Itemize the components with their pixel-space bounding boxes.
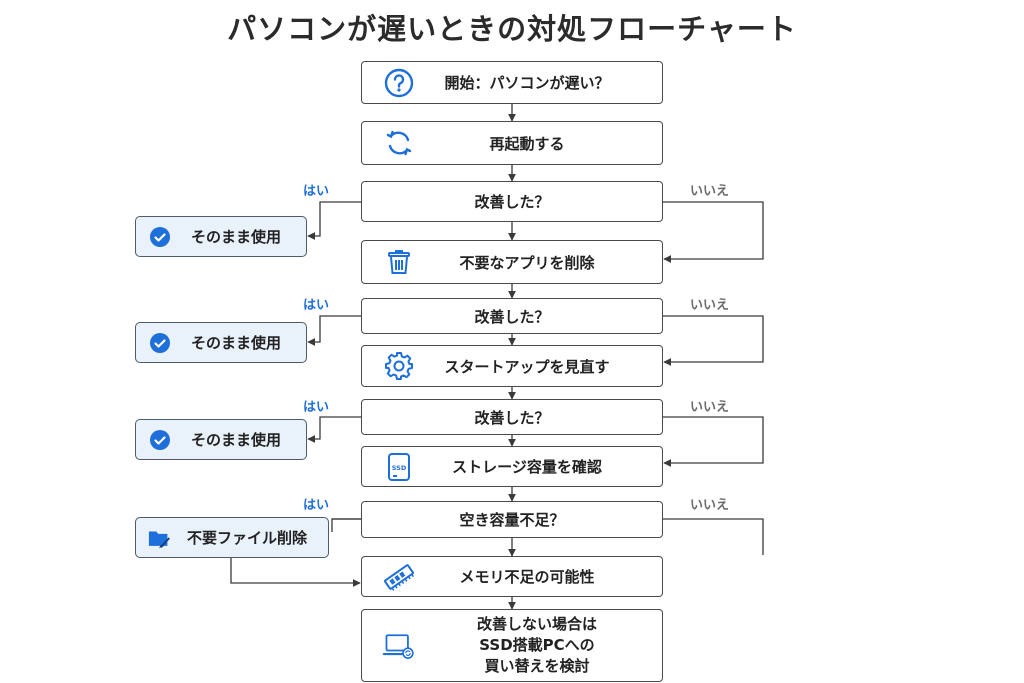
ssd-icon: SSD — [382, 450, 416, 484]
gear-icon — [382, 349, 416, 383]
label-yes-3: はい — [303, 400, 330, 415]
final-line-2: SSD搭載PCへの — [479, 636, 595, 654]
arrow-no-3 — [663, 416, 764, 467]
node-start: 開始：パソコンが遅い？ — [361, 61, 663, 104]
node-delete-files: 不要ファイル削除 — [135, 517, 329, 558]
label-yes-2: はい — [303, 298, 330, 313]
node-low-space: 空き容量不足？ — [361, 501, 663, 538]
laptop-icon — [382, 629, 416, 663]
label-no-1: いいえ — [690, 184, 730, 199]
node-memory: メモリ不足の可能性 — [361, 556, 663, 597]
trash-icon — [382, 245, 416, 279]
node-check-improved-3: 改善した？ — [361, 399, 663, 435]
node-check-improved-2: 改善した？ — [361, 298, 663, 334]
arrow-yes-1 — [307, 201, 361, 240]
label-yes-4: はい — [303, 498, 330, 513]
arrow-no-1 — [663, 201, 764, 263]
node-check-storage: SSD ストレージ容量を確認 — [361, 446, 663, 487]
arrow-yes-3 — [307, 416, 361, 443]
label-no-2: いいえ — [690, 298, 730, 313]
label-no-3: いいえ — [690, 400, 730, 415]
page-title: パソコンが遅いときの対処フローチャート — [227, 12, 797, 46]
check-circle-icon — [148, 428, 172, 452]
svg-text:SSD: SSD — [392, 464, 407, 472]
arrow-no-2 — [663, 315, 764, 366]
final-line-1: 改善しない場合は — [476, 615, 597, 633]
question-circle-icon — [382, 66, 416, 100]
node-review-startup: スタートアップを見直す — [361, 345, 663, 387]
final-line-3: 買い替えを検討 — [484, 657, 590, 675]
folder-clean-icon — [148, 526, 172, 550]
node-keep-using-1: そのまま使用 — [135, 216, 307, 257]
node-remove-apps: 不要なアプリを削除 — [361, 240, 663, 284]
arrow-yes-4 — [331, 518, 361, 532]
node-keep-using-2: そのまま使用 — [135, 322, 307, 363]
memory-module-icon — [382, 560, 416, 594]
check-circle-icon — [148, 225, 172, 249]
label-no-4: いいえ — [690, 498, 730, 513]
node-keep-using-3: そのまま使用 — [135, 419, 307, 460]
node-restart: 再起動する — [361, 121, 663, 165]
refresh-icon — [382, 126, 416, 160]
arrow-deletefiles-memory — [230, 558, 361, 587]
node-final-recommendation: 改善しない場合は SSD搭載PCへの 買い替えを検討 — [361, 609, 663, 682]
node-check-improved-1: 改善した？ — [361, 181, 663, 222]
label-yes-1: はい — [303, 184, 330, 199]
check-circle-icon — [148, 331, 172, 355]
arrow-yes-2 — [307, 315, 361, 346]
arrow-no-4 — [663, 518, 764, 555]
